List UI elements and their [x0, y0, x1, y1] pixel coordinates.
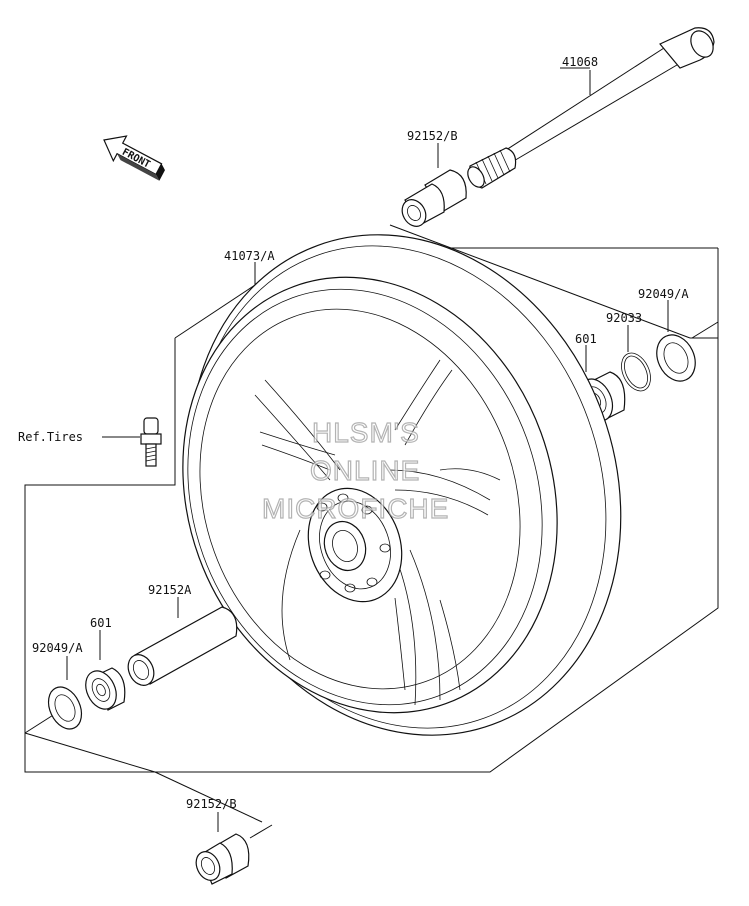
seal-right-part — [656, 334, 696, 382]
callout-collar-bottom: 92152/B — [186, 797, 237, 811]
front-arrow-icon: FRONT — [103, 135, 165, 181]
collar-bottom-part — [195, 833, 250, 885]
watermark: HLSM'S ONLINE MICROFICHE — [261, 416, 449, 524]
callout-collar-top: 92152/B — [407, 129, 458, 143]
watermark-line-3: MICROFICHE — [262, 493, 449, 524]
callout-wheel: 41073/A — [224, 249, 275, 263]
callout-bearing-right: 601 — [575, 332, 597, 346]
seal-left-part — [47, 686, 83, 730]
callout-circlip: 92033 — [606, 311, 642, 325]
ref-tires-label: Ref.Tires — [18, 430, 83, 444]
leader-lines — [24, 67, 719, 839]
watermark-line-1: HLSM'S — [312, 417, 420, 448]
callout-bearing-left: 601 — [90, 616, 112, 630]
callout-seal-left: 92049/A — [32, 641, 83, 655]
collar-top-part — [401, 169, 467, 227]
callout-seal-right: 92049/A — [638, 287, 689, 301]
valve-part — [140, 417, 162, 467]
bearing-left-part — [85, 667, 126, 711]
watermark-line-2: ONLINE — [310, 455, 420, 486]
circlip-part — [621, 352, 651, 392]
callout-axle: 41068 — [562, 55, 598, 69]
axle-part — [467, 27, 715, 189]
collar-center-part — [127, 606, 238, 686]
callout-collar-center: 92152A — [148, 583, 192, 597]
callout-labels: 41068 92152/B 41073/A 92049/A 92033 601 … — [18, 55, 689, 811]
wheel-part — [182, 234, 622, 736]
